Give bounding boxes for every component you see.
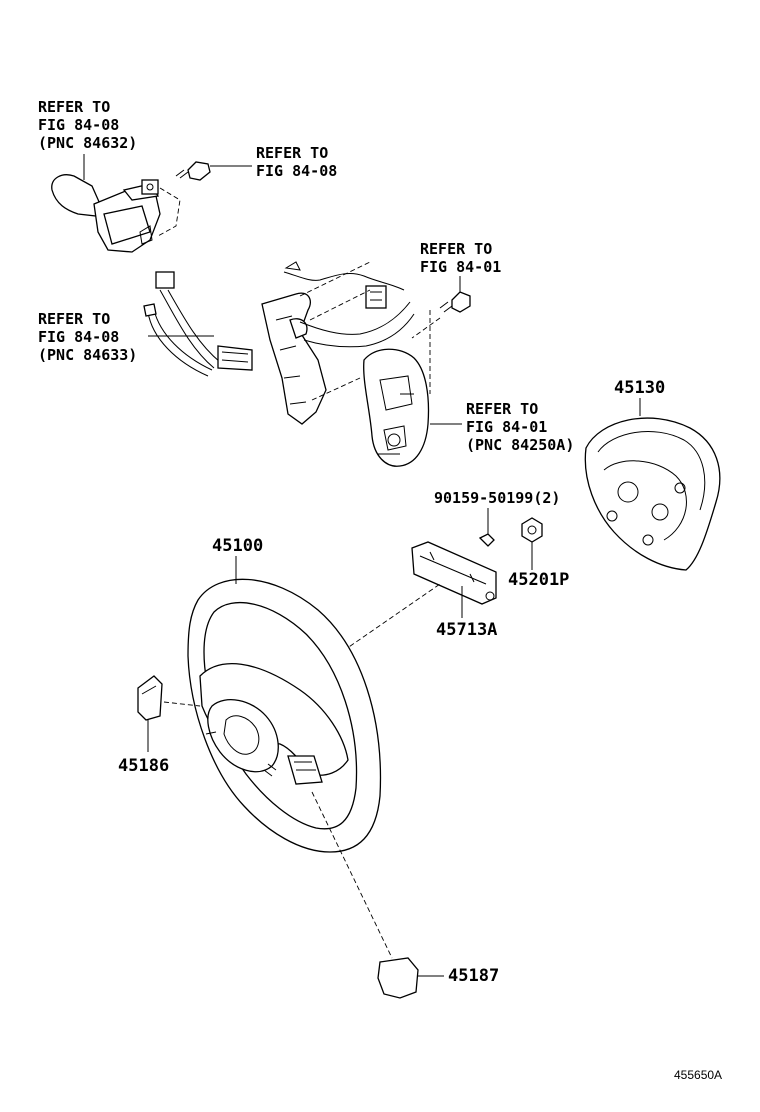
figure-reference-code: 455650A <box>674 1068 722 1082</box>
label-45186: 45186 <box>118 756 169 776</box>
label-refer-2: REFER TO FIG 84-08 <box>256 144 337 180</box>
dash-45186 <box>163 701 201 707</box>
label-45130: 45130 <box>614 378 665 398</box>
bracket-45713a <box>411 541 497 605</box>
cover-45186 <box>137 675 163 721</box>
steering-cover-switch-assembly <box>261 261 415 425</box>
dash-switch-lines <box>411 310 441 394</box>
label-refer-1: REFER TO FIG 84-08 (PNC 84632) <box>38 98 137 152</box>
dash-45187 <box>311 791 393 959</box>
label-45187: 45187 <box>448 966 499 986</box>
label-45100: 45100 <box>212 536 263 556</box>
dash-cover-lines <box>299 261 371 401</box>
wire-harness-lower <box>143 271 253 377</box>
label-45713a: 45713A <box>436 620 497 640</box>
dash-lever-screw <box>157 187 181 237</box>
nut-45201p <box>521 517 543 543</box>
label-refer-4: REFER TO FIG 84-08 (PNC 84633) <box>38 310 137 364</box>
screw-90159 <box>478 533 495 547</box>
combination-switch-lever <box>51 174 161 253</box>
label-45201p: 45201P <box>508 570 569 590</box>
dash-bracket-wheel <box>329 583 441 661</box>
label-90159: 90159-50199(2) <box>434 489 560 507</box>
steering-wheel <box>187 578 382 853</box>
screw-center <box>439 291 471 313</box>
label-refer-5: REFER TO FIG 84-01 (PNC 84250A) <box>466 400 574 454</box>
screw-upper-left <box>175 161 211 181</box>
cover-45187 <box>377 957 419 999</box>
label-refer-3: REFER TO FIG 84-01 <box>420 240 501 276</box>
steering-pad-switch <box>363 348 430 467</box>
horn-pad-assembly <box>584 417 721 571</box>
